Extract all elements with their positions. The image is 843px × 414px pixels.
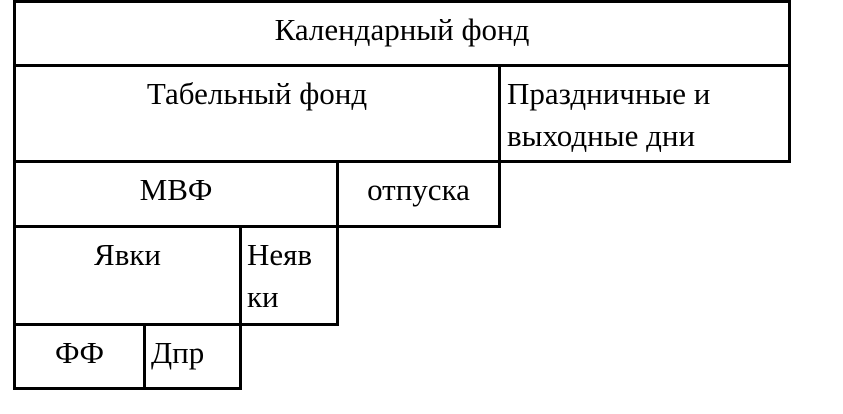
mvf-box: МВФ: [13, 160, 339, 228]
absences-label-line2: ки: [247, 279, 279, 314]
holidays-weekends-label-line2: выходные дни: [507, 118, 696, 153]
calendar-fund-label: Календарный фонд: [274, 12, 530, 47]
ff-label: ФФ: [55, 335, 104, 370]
tabular-fund-label: Табельный фонд: [146, 76, 368, 111]
absences-box: Неяв ки: [239, 225, 339, 326]
calendar-fund-box: Календарный фонд: [13, 0, 791, 67]
holidays-weekends-label-line1: Праздничные и: [507, 76, 711, 111]
vacations-box: отпуска: [336, 160, 501, 228]
tabular-fund-box: Табельный фонд: [13, 64, 501, 163]
attendance-label: Явки: [94, 237, 161, 272]
vacations-label: отпуска: [367, 172, 470, 207]
absences-label-line1: Неяв: [247, 237, 313, 272]
dpr-label: Дпр: [151, 335, 205, 370]
mvf-label: МВФ: [139, 172, 213, 207]
ff-box: ФФ: [13, 323, 146, 390]
dpr-box: Дпр: [143, 323, 242, 390]
attendance-box: Явки: [13, 225, 242, 326]
holidays-weekends-box: Праздничные и выходные дни: [498, 64, 791, 163]
